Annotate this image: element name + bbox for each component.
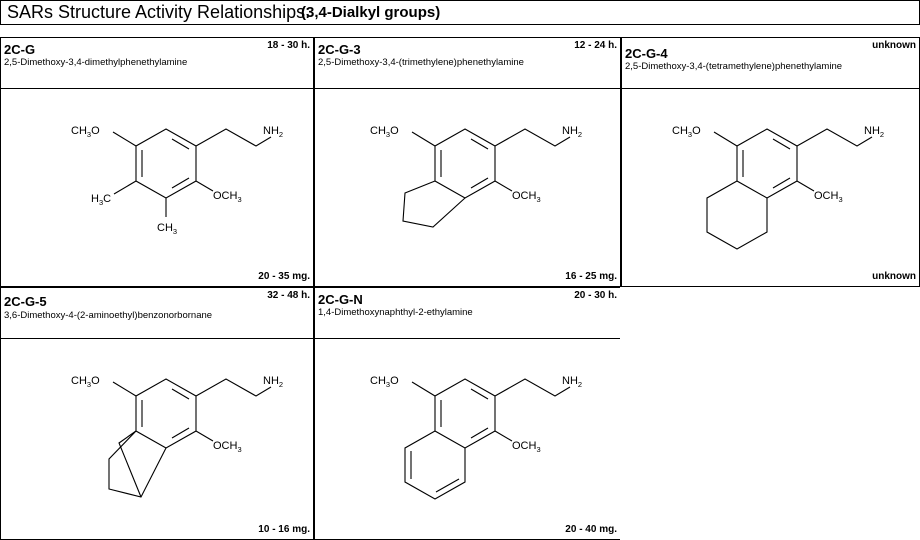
ethylamine-chain (494, 378, 571, 397)
compound-card-2c-g-3: 2C-G-3 12 - 24 h. 2,5-Dimethoxy-3,4-(tri… (314, 37, 621, 287)
benzene-ring (434, 128, 496, 199)
double-bond (470, 427, 489, 439)
double-bond (171, 177, 190, 189)
methoxy-label: OCH3 (512, 190, 541, 204)
ethylamine-chain (195, 378, 272, 397)
compound-card-2c-g-n: 2C-G-N 20 - 30 h. 1,4-Dimethoxynaphthyl-… (314, 287, 621, 540)
cyclopentane-ring (402, 180, 466, 228)
compound-duration: unknown (872, 40, 916, 51)
page-subtitle: (3,4-Dialkyl groups) (301, 4, 441, 21)
compound-header: 2C-G 18 - 30 h. 2,5-Dimethoxy-3,4-dimeth… (1, 38, 313, 89)
compound-dose: 10 - 16 mg. (258, 524, 310, 535)
compound-name: 2C-G (4, 42, 36, 57)
methoxy-bond (195, 430, 214, 442)
double-bond (470, 138, 489, 150)
compound-iupac-name: 2,5-Dimethoxy-3,4-(tetramethylene)phenet… (625, 61, 843, 72)
methoxy-label: CH3O (71, 375, 100, 389)
structure-2c-g-n: CH3O NH2 OCH3 (370, 375, 582, 500)
fused-aromatic-ring (404, 430, 466, 500)
compound-duration: 12 - 24 h. (574, 40, 617, 51)
methyl-label: H3C (91, 193, 111, 207)
structure-2c-g: CH3O NH2 OCH3 H3C CH3 (71, 125, 283, 236)
double-bond (772, 138, 791, 150)
cyclohexane-ring (706, 180, 768, 250)
compound-name: 2C-G-4 (625, 46, 668, 61)
amine-label: NH2 (263, 125, 283, 139)
compound-card-2c-g: 2C-G 18 - 30 h. 2,5-Dimethoxy-3,4-dimeth… (0, 37, 314, 287)
benzene-ring (434, 378, 496, 449)
benzene-ring (135, 378, 197, 449)
ethylamine-chain (796, 128, 873, 147)
compound-dose: 20 - 40 mg. (565, 524, 617, 535)
ethylamine-chain (195, 128, 272, 147)
methoxy-label: OCH3 (512, 440, 541, 454)
compound-header: 2C-G-3 12 - 24 h. 2,5-Dimethoxy-3,4-(tri… (315, 38, 620, 89)
methoxy-label: CH3O (370, 375, 399, 389)
double-bond (772, 177, 791, 189)
title-bar: SARs Structure Activity Relationships: (… (0, 0, 920, 25)
double-bond (171, 138, 190, 150)
amine-label: NH2 (562, 125, 582, 139)
norbornane-ring (108, 430, 167, 498)
methoxy-label: CH3O (370, 125, 399, 139)
compound-name: 2C-G-5 (4, 294, 47, 309)
methoxy-bond (494, 180, 513, 192)
methyl-label: CH3 (157, 222, 177, 236)
compound-duration: 20 - 30 h. (574, 290, 617, 301)
bridge-bond (118, 430, 142, 498)
benzene-ring (135, 128, 197, 199)
amine-label: NH2 (263, 375, 283, 389)
compound-iupac-name: 2,5-Dimethoxy-3,4-dimethylphenethylamine (4, 57, 188, 68)
methoxy-label: CH3O (71, 125, 100, 139)
methoxy-bond (796, 180, 815, 192)
compound-dose: 16 - 25 mg. (565, 271, 617, 282)
methoxy-bond (195, 180, 214, 192)
methoxy-bond (713, 131, 738, 147)
compound-duration: 32 - 48 h. (267, 290, 310, 301)
page-title: SARs Structure Activity Relationships: (7, 2, 311, 22)
compound-header: 2C-G-4 unknown 2,5-Dimethoxy-3,4-(tetram… (622, 38, 919, 89)
methoxy-label: OCH3 (213, 440, 242, 454)
compound-card-2c-g-4: 2C-G-4 unknown 2,5-Dimethoxy-3,4-(tetram… (621, 37, 920, 287)
structure-2c-g-3: CH3O NH2 OCH3 (370, 125, 582, 228)
compound-name: 2C-G-3 (318, 42, 361, 57)
double-bond (171, 427, 190, 439)
double-bond (171, 388, 190, 400)
methoxy-bond (411, 131, 436, 147)
methoxy-bond (411, 381, 436, 397)
amine-label: NH2 (562, 375, 582, 389)
compound-dose: unknown (872, 271, 916, 282)
methoxy-bond (112, 131, 137, 147)
methoxy-bond (112, 381, 137, 397)
benzene-ring (736, 128, 798, 199)
methoxy-label: OCH3 (213, 190, 242, 204)
double-bond (435, 478, 460, 493)
double-bond (470, 388, 489, 400)
double-bond (470, 177, 489, 189)
compound-iupac-name: 1,4-Dimethoxynaphthyl-2-ethylamine (318, 307, 473, 318)
methoxy-label: CH3O (672, 125, 701, 139)
compound-header: 2C-G-5 32 - 48 h. 3,6-Dimethoxy-4-(2-ami… (1, 288, 313, 339)
compound-duration: 18 - 30 h. (267, 40, 310, 51)
empty-cell (620, 287, 920, 540)
compound-iupac-name: 3,6-Dimethoxy-4-(2-aminoethyl)benzonorbo… (4, 310, 213, 321)
methoxy-label: OCH3 (814, 190, 843, 204)
methoxy-bond (494, 430, 513, 442)
compound-header: 2C-G-N 20 - 30 h. 1,4-Dimethoxynaphthyl-… (315, 288, 620, 339)
compound-dose: 20 - 35 mg. (258, 271, 310, 282)
ethylamine-chain (494, 128, 571, 147)
structure-2c-g-5: CH3O NH2 OCH3 (71, 375, 283, 498)
amine-label: NH2 (864, 125, 884, 139)
compound-iupac-name: 2,5-Dimethoxy-3,4-(trimethylene)phenethy… (318, 57, 524, 68)
methyl-bond (113, 180, 137, 195)
structure-2c-g-4: CH3O NH2 OCH3 (672, 125, 884, 250)
compound-card-2c-g-5: 2C-G-5 32 - 48 h. 3,6-Dimethoxy-4-(2-ami… (0, 287, 314, 540)
compound-name: 2C-G-N (318, 292, 363, 307)
